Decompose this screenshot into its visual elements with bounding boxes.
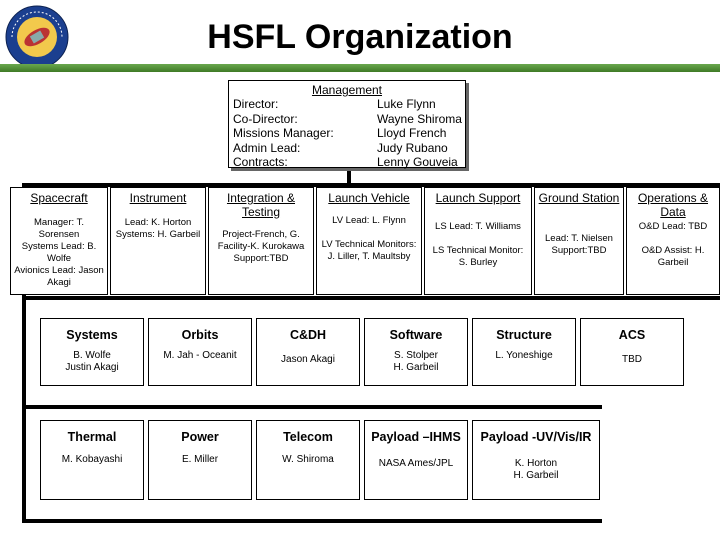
subsystem-body: M. Jah - Oceanit: [163, 350, 237, 361]
subsystem-cdh: C&DH Jason Akagi: [256, 318, 360, 386]
subsystem-body: M. Kobayashi: [61, 454, 123, 465]
team-body: Lead: K. Horton Systems: H. Garbeil: [115, 217, 201, 240]
management-roles: Director: Co-Director: Missions Manager:…: [233, 97, 334, 169]
subsystem-structure: Structure L. Yoneshige: [472, 318, 576, 386]
team-body: Lead: T. Nielsen Support:TBD: [545, 233, 613, 256]
subsystem-title: ACS: [618, 328, 646, 342]
team-title: Ground Station: [538, 191, 620, 205]
team-instrument: Instrument Lead: K. Horton Systems: H. G…: [110, 187, 206, 295]
subsystem-body: E. Miller: [181, 454, 219, 465]
team-ground-station: Ground Station Lead: T. Nielsen Support:…: [534, 187, 624, 295]
subsystem-title: Software: [389, 328, 443, 342]
row2-bus: [22, 405, 602, 409]
subsystem-title: Orbits: [181, 328, 219, 342]
team-spacecraft: Spacecraft Manager: T. Sorensen Systems …: [10, 187, 108, 295]
subsystem-title: Thermal: [67, 430, 117, 444]
team-title: Spacecraft: [30, 191, 88, 205]
subsystem-software: Software S. Stolper H. Garbeil: [364, 318, 468, 386]
team-body: O&D Lead: TBD O&D Assist: H. Garbeil: [638, 221, 708, 268]
subsystem-body: Jason Akagi: [281, 354, 335, 365]
team-body: LS Lead: T. Williams LS Technical Monito…: [432, 221, 524, 268]
management-box: Management Director: Co-Director: Missio…: [228, 80, 466, 169]
subsystem-body: L. Yoneshige: [495, 350, 553, 361]
hsfl-logo: [5, 5, 69, 69]
subsystem-body: NASA Ames/JPL: [378, 458, 454, 469]
management-names: Luke Flynn Wayne Shiroma Lloyd French Ju…: [377, 97, 462, 169]
subsystem-body: B. Wolfe Justin Akagi: [65, 350, 119, 373]
page-title: HSFL Organization: [207, 18, 513, 56]
subsystem-thermal: Thermal M. Kobayashi: [40, 420, 144, 500]
bottom-bus: [22, 519, 602, 523]
subsystem-body: TBD: [622, 354, 642, 365]
mgmt-connector: [347, 168, 351, 188]
subsystem-title: Telecom: [283, 430, 333, 444]
subsystem-acs: ACS TBD: [580, 318, 684, 386]
team-integration-testing: Integration & Testing Project-French, G.…: [208, 187, 314, 295]
team-title: Launch Support: [435, 191, 521, 205]
team-title: Launch Vehicle: [328, 191, 410, 205]
team-launch-vehicle: Launch Vehicle LV Lead: L. Flynn LV Tech…: [316, 187, 422, 295]
subsystem-title: Structure: [496, 328, 552, 342]
header-divider: [0, 64, 720, 72]
subsystem-systems: Systems B. Wolfe Justin Akagi: [40, 318, 144, 386]
management-label: Management: [311, 83, 383, 97]
subsystem-payload-uv-vis-ir: Payload -UV/Vis/IR K. Horton H. Garbeil: [472, 420, 600, 500]
subsystem-title: Systems: [66, 328, 118, 342]
subsystem-orbits: Orbits M. Jah - Oceanit: [148, 318, 252, 386]
subsystem-title: Payload –IHMS: [371, 430, 461, 444]
subsystem-title: Power: [181, 430, 219, 444]
subsystem-telecom: Telecom W. Shiroma: [256, 420, 360, 500]
subsystem-payload-ihms: Payload –IHMS NASA Ames/JPL: [364, 420, 468, 500]
team-title: Instrument: [129, 191, 187, 205]
subsystem-body: W. Shiroma: [282, 454, 334, 465]
team-body: Project-French, G. Facility-K. Kurokawa …: [217, 229, 305, 264]
team-title: Integration & Testing: [226, 191, 296, 219]
row1-bus: [22, 296, 720, 300]
subsystem-body: K. Horton H. Garbeil: [513, 458, 559, 481]
team-body: Manager: T. Sorensen Systems Lead: B. Wo…: [14, 217, 104, 288]
subsystem-power: Power E. Miller: [148, 420, 252, 500]
team-title: Operations & Data: [637, 191, 709, 219]
subsystem-title: C&DH: [289, 328, 327, 342]
spacecraft-trunk: [22, 183, 26, 523]
teams-bus: [22, 183, 720, 187]
team-launch-support: Launch Support LS Lead: T. Williams LS T…: [424, 187, 532, 295]
team-operations-data: Operations & Data O&D Lead: TBD O&D Assi…: [626, 187, 720, 295]
subsystem-title: Payload -UV/Vis/IR: [480, 430, 592, 444]
team-body: LV Lead: L. Flynn LV Technical Monitors:…: [321, 215, 417, 262]
subsystem-body: S. Stolper H. Garbeil: [393, 350, 439, 373]
